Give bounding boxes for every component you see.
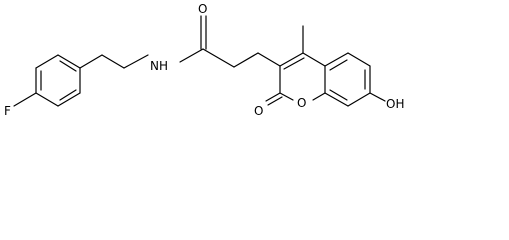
double-bond (329, 89, 348, 101)
bond (202, 48, 235, 68)
bond (347, 52, 371, 67)
bond (302, 52, 326, 67)
bond (369, 92, 386, 102)
hydroxyl-label: OH (386, 97, 404, 111)
bond (347, 92, 371, 107)
lactone-carbonyl-oxygen-label: O (254, 104, 263, 118)
bond (179, 48, 204, 63)
amide-nitrogen-label: NH (150, 59, 168, 73)
bond (279, 52, 304, 67)
amide-oxygen-label: O (198, 2, 207, 16)
bond (324, 92, 349, 107)
fluorophenyl-ring (13, 54, 81, 107)
bond (35, 54, 59, 69)
coumarin-core (265, 25, 386, 107)
amide-linker (79, 15, 281, 69)
bond (35, 92, 59, 107)
bond (101, 54, 125, 69)
bond (279, 92, 294, 101)
bond (57, 54, 81, 69)
double-bond (329, 59, 348, 71)
bond (312, 92, 326, 101)
bond (79, 54, 103, 69)
double-bond (267, 96, 283, 106)
bond (324, 52, 349, 67)
double-bond (59, 60, 77, 72)
bond (13, 92, 37, 107)
structure-diagram: F NH O O O OH (4, 2, 404, 118)
double-bond (59, 89, 77, 101)
ring-oxygen-label: O (297, 96, 306, 110)
bond (257, 52, 281, 67)
bond (57, 92, 81, 107)
bond (123, 54, 149, 69)
fluorine-label: F (4, 104, 11, 118)
bond (233, 52, 259, 68)
double-bond (283, 57, 305, 70)
double-bond (265, 92, 281, 102)
